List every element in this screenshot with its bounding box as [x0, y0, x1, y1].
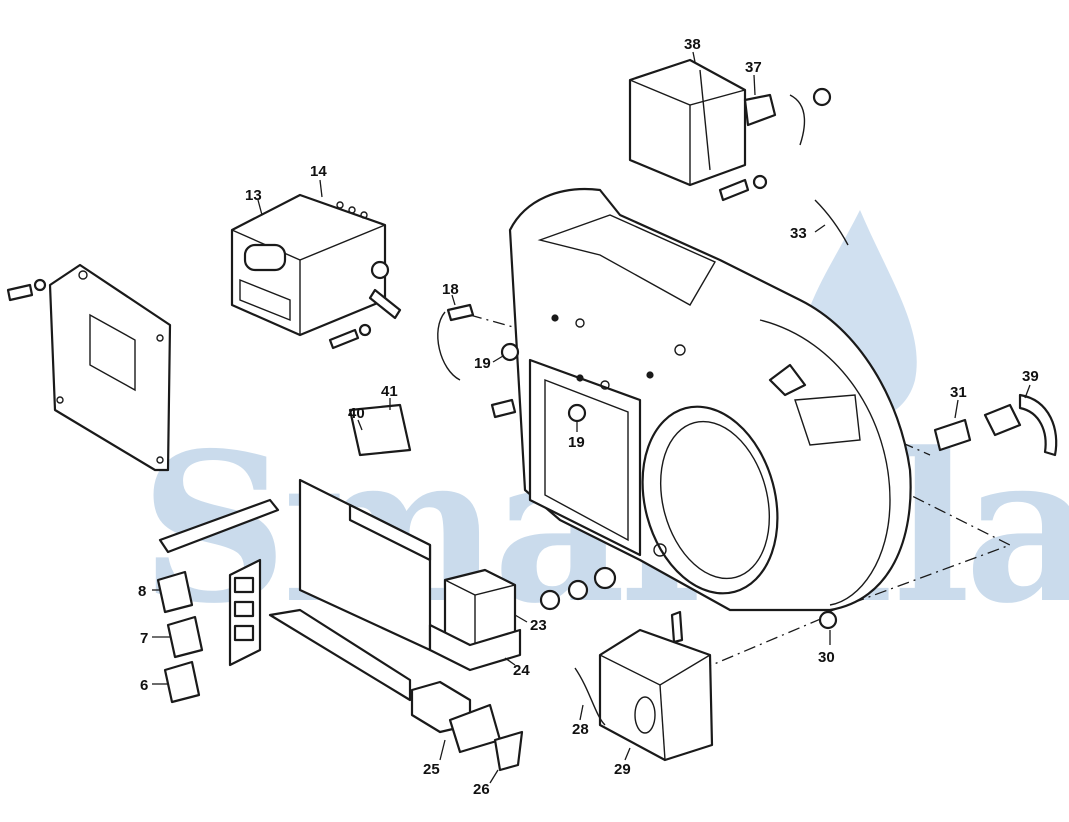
fittings [437, 303, 1058, 630]
callout-19-upper: 19 [474, 355, 491, 372]
callout-38: 38 [684, 36, 701, 53]
burner-housing [508, 188, 912, 612]
callout-28: 28 [572, 721, 589, 738]
callout-labels: 6 7 8 13 14 18 19 19 23 24 25 26 28 29 3… [138, 36, 1039, 798]
leader-lines [152, 51, 1031, 784]
callout-24: 24 [513, 662, 530, 679]
terminal-connector [410, 680, 524, 772]
contactor [428, 568, 522, 672]
control-box [230, 193, 402, 350]
callout-41: 41 [381, 383, 398, 400]
callout-29: 29 [614, 761, 631, 778]
mounting-rail-assembly [158, 403, 432, 702]
callout-25: 25 [423, 761, 440, 778]
callout-13: 13 [245, 187, 262, 204]
callout-37: 37 [745, 59, 762, 76]
ignition-transformer [628, 58, 832, 202]
callout-30: 30 [818, 649, 835, 666]
rocker-switches [156, 570, 204, 704]
callout-33: 33 [790, 225, 807, 242]
callout-40: 40 [348, 405, 365, 422]
cable [814, 199, 849, 246]
callout-14: 14 [310, 163, 327, 180]
callout-7: 7 [140, 630, 148, 647]
callout-26: 26 [473, 781, 490, 798]
callout-19-lower: 19 [568, 434, 585, 451]
callout-6: 6 [140, 677, 148, 694]
flame-sensor-box [574, 610, 714, 762]
callout-23: 23 [530, 617, 547, 634]
cover-plate [6, 263, 172, 472]
callout-18: 18 [442, 281, 459, 298]
callout-31: 31 [950, 384, 967, 401]
callout-39: 39 [1022, 368, 1039, 385]
callout-8: 8 [138, 583, 146, 600]
